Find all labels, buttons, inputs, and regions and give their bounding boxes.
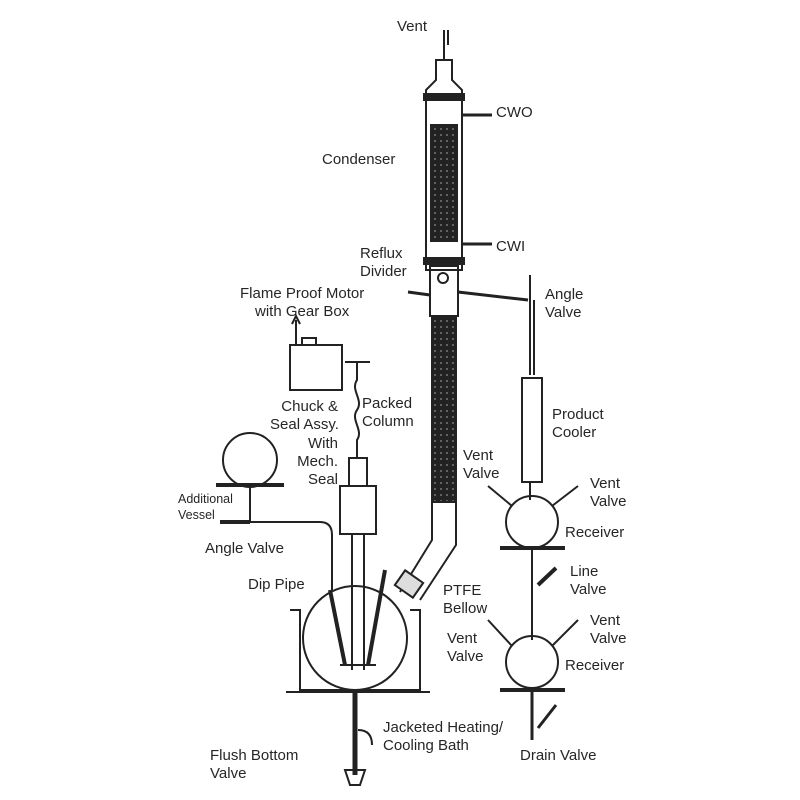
vent-pipe bbox=[443, 30, 449, 60]
condenser bbox=[423, 59, 492, 271]
reflux-divider bbox=[407, 265, 529, 317]
label-drain-valve: Drain Valve bbox=[520, 747, 597, 764]
mech-seal bbox=[339, 457, 377, 670]
product-cooler bbox=[521, 275, 543, 500]
label-receiver-lower: Receiver bbox=[565, 657, 625, 674]
motor bbox=[289, 313, 370, 458]
additional-vessel bbox=[216, 432, 333, 590]
label-angle-valve-left: Angle Valve bbox=[205, 540, 284, 557]
label-vent: Vent bbox=[397, 18, 428, 35]
label-cwi: CWI bbox=[496, 238, 526, 255]
label-dip-pipe: Dip Pipe bbox=[248, 576, 305, 593]
receiver-lower bbox=[487, 619, 579, 740]
label-cwo: CWO bbox=[496, 104, 533, 121]
label-receiver-upper: Receiver bbox=[565, 524, 625, 541]
receiver-upper bbox=[487, 485, 579, 640]
reactor bbox=[286, 569, 430, 786]
label-chuck-seal: Chuck &Seal Assy. bbox=[270, 398, 339, 433]
label-jacketed-bath: Jacketed Heating/Cooling Bath bbox=[383, 719, 504, 754]
packed-column bbox=[393, 315, 457, 601]
label-condenser: Condenser bbox=[322, 151, 396, 168]
